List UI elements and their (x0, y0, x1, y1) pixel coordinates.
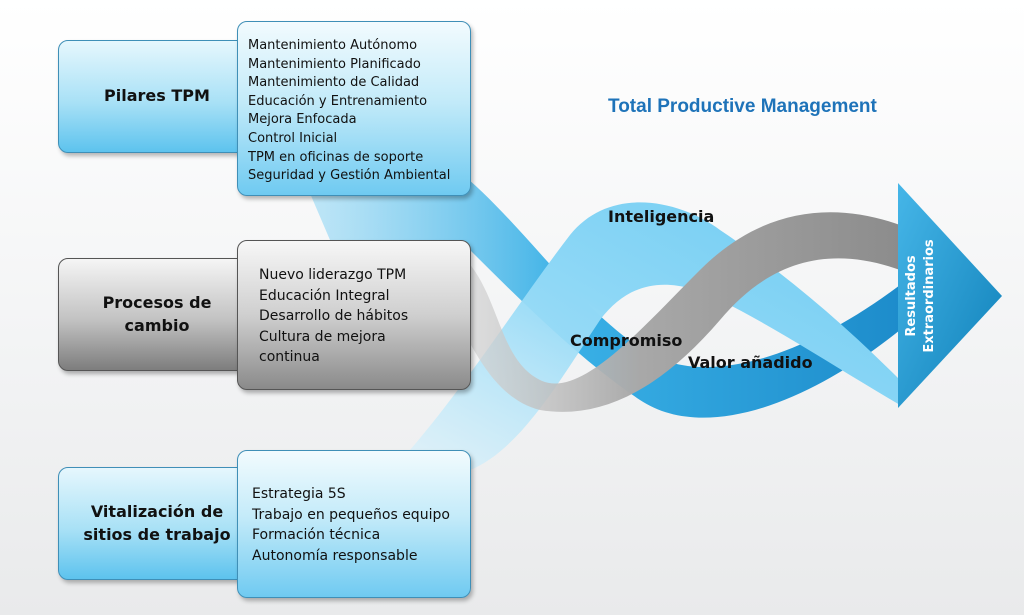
list-item: TPM en oficinas de soporte (248, 149, 424, 165)
change-label-line1: Procesos de (102, 293, 212, 313)
change-list: Nuevo liderazgo TPM Educación Integral D… (259, 265, 470, 368)
diagram-title: Total Productive Management (608, 96, 877, 117)
ribbon-label-intelligence: Inteligencia (608, 207, 715, 226)
list-item: Mantenimiento Autónomo (248, 38, 418, 53)
ribbon-label-added-value: Valor añadido (688, 353, 813, 372)
change-list-box: Nuevo liderazgo TPM Educación Integral D… (237, 240, 471, 390)
list-item: Educación y Entrenamiento (248, 93, 428, 109)
pillars-list: Mantenimiento Autónomo Mantenimiento Pla… (248, 37, 470, 186)
list-item: Autonomía responsable (252, 547, 418, 564)
list-item: Control Inicial (248, 130, 338, 146)
list-item: Educación Integral (259, 287, 390, 304)
pillars-label-box: Pilares TPM (58, 40, 256, 153)
list-item: Mantenimiento Planificado (248, 56, 421, 72)
list-item: Formación técnica (252, 527, 381, 543)
pillars-label: Pilares TPM (104, 86, 210, 106)
change-label-line2: cambio (124, 315, 190, 335)
list-item: continua (259, 349, 320, 365)
arrow-label-line2: Extraordinarios (922, 239, 937, 353)
change-label-box: Procesos de cambio (58, 258, 256, 371)
workplace-list-box: Estrategia 5S Trabajo en pequeños equipo… (237, 450, 471, 598)
list-item: Cultura de mejora (259, 328, 386, 345)
list-item: Mejora Enfocada (248, 112, 357, 128)
workplace-list: Estrategia 5S Trabajo en pequeños equipo… (252, 484, 470, 566)
list-item: Mantenimiento de Calidad (248, 75, 420, 91)
blue-ribbon (300, 168, 900, 418)
gray-ribbon (468, 212, 900, 412)
workplace-label-line1: Vitalización de (90, 502, 224, 522)
workplace-label-box: Vitalización de sitios de trabajo (58, 467, 256, 580)
list-item: Nuevo liderazgo TPM (259, 267, 407, 283)
results-arrow (898, 183, 1002, 408)
workplace-label-line2: sitios de trabajo (83, 524, 231, 544)
pillars-list-box: Mantenimiento Autónomo Mantenimiento Pla… (237, 21, 471, 196)
arrow-label-line1: Resultados (904, 255, 919, 336)
list-item: Desarrollo de hábitos (259, 308, 409, 324)
ribbon-label-commitment: Compromiso (570, 331, 683, 350)
list-item: Seguridad y Gestión Ambiental (248, 168, 451, 184)
list-item: Trabajo en pequeños equipo (252, 506, 450, 523)
list-item: Estrategia 5S (252, 486, 346, 502)
